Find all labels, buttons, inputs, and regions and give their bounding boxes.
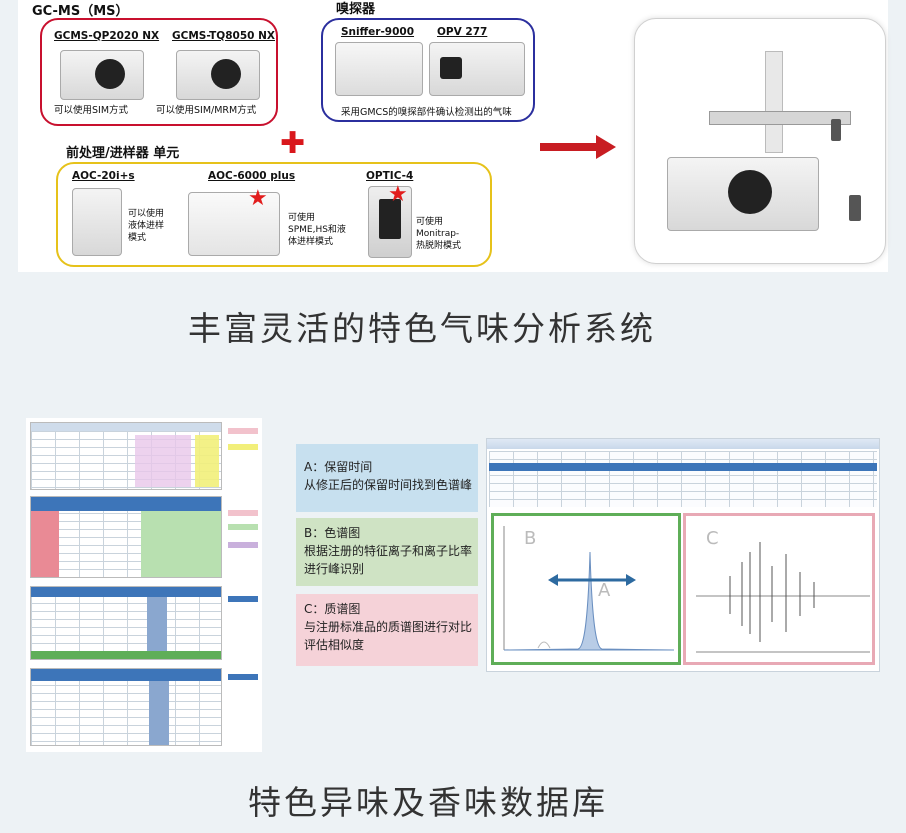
gcms-product-name: GCMS-QP2020 NX <box>54 30 160 42</box>
gcms-product-caption: 可以使用SIM方式 <box>54 105 129 116</box>
gcms-box: GCMS-QP2020 NX GCMS-TQ8050 NX 可以使用SIM方式 … <box>40 18 278 126</box>
pretreatment-section-title: 前处理/进样器 单元 <box>66 146 180 161</box>
gcms-section-title: GC-MS（MS） <box>32 4 129 19</box>
sniffer-product-name: Sniffer-9000 <box>341 26 415 38</box>
legend-retention-time: A：保留时间 从修正后的保留时间找到色谱峰 <box>296 444 478 512</box>
star-icon: ★ <box>248 186 268 211</box>
legend-text: 从修正后的保留时间找到色谱峰 <box>304 478 473 492</box>
legend-chromatogram: B：色谱图 根据注册的特征离子和离子比率进行峰识别 <box>296 518 478 586</box>
plus-icon: ✚ <box>280 126 306 161</box>
database-sheet <box>30 422 222 490</box>
compound-results-titlebar <box>487 439 879 449</box>
caption-odor-database: 特色异味及香味数据库 <box>248 783 608 822</box>
system-sniff-port <box>849 195 861 221</box>
pretreatment-caption: 可使用 Monitrap- 热脱附模式 <box>416 217 462 251</box>
sniffer-product-name: OPV 277 <box>437 26 488 38</box>
system-gcms-image <box>667 157 819 231</box>
pretreatment-box: AOC-20i+s AOC-6000 plus OPTIC-4 可以使用 液体进… <box>56 162 492 267</box>
aoc6000-image <box>188 192 280 256</box>
chromatogram-plot <box>503 526 675 651</box>
legend-text: 根据注册的特征离子和离子比率进行峰识别 <box>304 544 473 576</box>
database-sheet <box>30 586 222 660</box>
system-rail <box>709 111 851 125</box>
pretreatment-product-name: AOC-20i+s <box>72 170 135 182</box>
system-controller <box>831 119 841 141</box>
chromatogram-pane: B A <box>491 513 681 665</box>
legend-mass-spectrum: C：质谱图 与注册标准品的质谱图进行对比评估相似度 <box>296 594 478 666</box>
arrow-right-icon <box>540 132 616 162</box>
mass-spectrum-pane: C <box>683 513 875 665</box>
sniffer-caption: 采用GMCS的嗅探部件确认检测出的气味 <box>341 107 512 118</box>
legend-title: C：质谱图 <box>304 602 361 616</box>
system-diagram-panel: GC-MS（MS） GCMS-QP2020 NX GCMS-TQ8050 NX … <box>18 0 888 272</box>
caption-analysis-system: 丰富灵活的特色气味分析系统 <box>188 309 656 348</box>
star-icon: ★ <box>388 182 408 207</box>
mass-spectrum-plot <box>696 542 870 653</box>
system-tower <box>765 51 783 153</box>
label-c: C <box>706 528 719 549</box>
database-sheets-panel <box>26 418 262 752</box>
database-sheet <box>30 496 222 578</box>
sniffer-9000-image <box>335 42 423 96</box>
gcms-product-name: GCMS-TQ8050 NX <box>172 30 276 42</box>
label-a: A <box>598 580 611 601</box>
pretreatment-product-name: AOC-6000 plus <box>208 170 296 182</box>
sniffer-box: Sniffer-9000 OPV 277 采用GMCS的嗅探部件确认检测出的气味 <box>321 18 535 122</box>
legend-title: A：保留时间 <box>304 460 373 474</box>
pretreatment-product-name: OPTIC-4 <box>366 170 414 182</box>
legend-title: B：色谱图 <box>304 526 361 540</box>
software-screenshot: B A C <box>486 438 880 672</box>
aoc20i-image <box>72 188 122 256</box>
gcms-tq8050-image <box>176 50 260 100</box>
compound-results-table <box>489 451 877 507</box>
legend-text: 与注册标准品的质谱图进行对比评估相似度 <box>304 620 473 652</box>
gcms-product-caption: 可以使用SIM/MRM方式 <box>156 105 257 116</box>
gcms-qp2020-image <box>60 50 144 100</box>
pretreatment-caption: 可使用 SPME,HS和液 体进样模式 <box>288 213 346 247</box>
label-b: B <box>524 528 537 549</box>
pretreatment-caption: 可以使用 液体进样 模式 <box>128 209 165 243</box>
optic4-image <box>368 186 412 258</box>
database-sheet <box>30 668 222 746</box>
opv277-image <box>429 42 525 96</box>
integrated-system-box <box>634 18 886 264</box>
sniffer-section-title: 嗅探器 <box>336 2 376 17</box>
